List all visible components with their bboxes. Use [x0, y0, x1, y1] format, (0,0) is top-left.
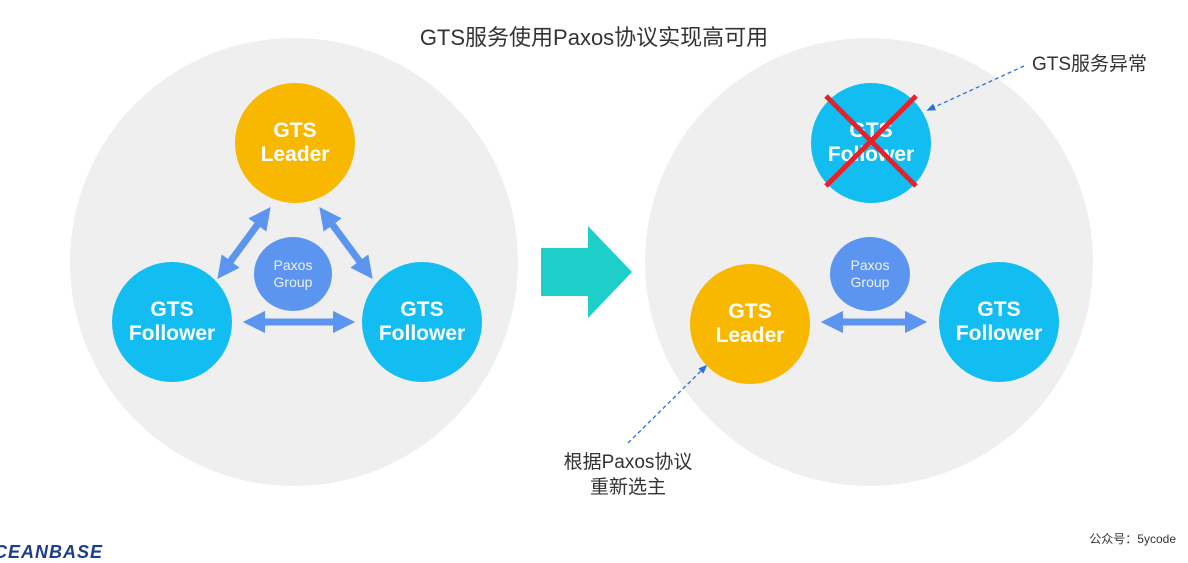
paxos-label: Paxos: [273, 257, 313, 273]
left-gts-follower-1: GTS Follower: [112, 262, 232, 382]
diagram-title: GTS服务使用Paxos协议实现高可用: [419, 25, 769, 50]
left-leader-follower-arrow: [217, 207, 271, 279]
node-label: GTS: [150, 298, 194, 321]
right-gts-follower: GTS Follower: [939, 262, 1059, 382]
right-paxos-group: Paxos Group: [830, 237, 910, 311]
node-label: Leader: [715, 324, 785, 347]
failure-pointer: [926, 65, 1025, 111]
node-label: GTS: [849, 119, 893, 142]
node-label: GTS: [273, 119, 317, 142]
reelect-line-1: 根据Paxos协议: [563, 452, 693, 473]
node-label: Follower: [378, 322, 466, 345]
left-gts-leader: GTS Leader: [235, 83, 355, 203]
node-label: GTS: [728, 300, 772, 323]
paxos-label: Paxos: [850, 257, 890, 273]
reelect-line-2: 重新选主: [589, 477, 666, 498]
node-label: GTS: [977, 298, 1021, 321]
right-gts-leader: GTS Leader: [690, 264, 810, 384]
node-label: Leader: [260, 143, 330, 166]
reelect-pointer: [627, 364, 708, 444]
node-label: Follower: [128, 322, 216, 345]
failure-annotation: GTS服务异常: [1032, 54, 1148, 75]
left-paxos-group: Paxos Group: [254, 237, 332, 311]
node-label: Follower: [955, 322, 1043, 345]
paxos-label: Group: [273, 274, 313, 290]
oceanbase-logo: CEANBASE: [0, 542, 104, 562]
node-label: GTS: [400, 298, 444, 321]
left-gts-follower-2: GTS Follower: [362, 262, 482, 382]
right-leader-follower-arrow: [319, 207, 373, 279]
reelect-annotation: 根据Paxos协议 重新选主: [553, 450, 703, 500]
transition-arrow: [541, 226, 632, 318]
watermark-text: 公众号：5ycode: [1089, 532, 1176, 546]
paxos-label: Group: [850, 274, 890, 290]
